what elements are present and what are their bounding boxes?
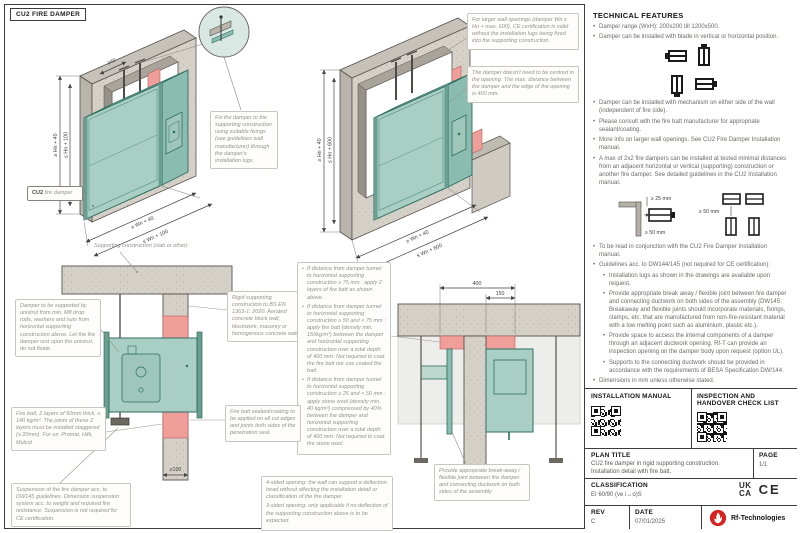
checklist-label: INSPECTION AND HANDOVER CHECK LIST: [697, 393, 779, 407]
tech-bullet: •Damper can be installed with blade in v…: [593, 34, 779, 41]
damper-blade-horizontal-icon: [694, 78, 717, 91]
dim-iso1-h1: ≥ Hn + 40: [53, 133, 59, 156]
tech-bullet: •Damper can be installed with mechanism …: [593, 100, 775, 115]
distance-rule-item: •If distance from damper tunnel to horiz…: [302, 266, 382, 301]
spacing-50-label: ≥ 50 mm: [699, 209, 719, 215]
tech-sub-bullet: •Provide space to access the internal co…: [603, 333, 784, 356]
callout-fix-damper: Fix the damper to the supporting constru…: [210, 111, 278, 169]
technical-features-section: TECHNICAL FEATURES •Damper range (WxH): …: [585, 4, 796, 388]
checklist-qr-code: [697, 412, 727, 442]
dim-wall-thickness: ≥100: [170, 467, 182, 473]
spacing-to-wall-icon: ≥ 25 mm ≥ 50 mm: [618, 196, 675, 236]
opening-4-sided: 4-sided opening: the wall can support a …: [266, 480, 387, 501]
spacing-between-dampers-icon: ≥ 50 mm: [699, 192, 764, 236]
dim-iso1-top: ≥40: [106, 58, 117, 67]
dim-iso2-h2: ≤ Hn + 600: [328, 137, 334, 163]
dim-150: 150: [496, 291, 505, 297]
plan-title: CU2 fire damper in rigid supporting cons…: [591, 461, 720, 475]
iso-view-large-opening: ≥ Hn + 40 ≤ Hn + 600 ≥ Wn + 40 ≤ Wn + 60…: [317, 17, 511, 273]
callout-larger-openings: For larger wall openings (damper Wn x Hn…: [467, 13, 579, 50]
tech-sub-bullet: •Installation lugs as shown in the drawi…: [603, 272, 771, 287]
ce-mark-icon: CE: [758, 482, 781, 498]
damper-blade-vertical-icon: [698, 43, 710, 66]
tech-bullet: •Guidelines acc. to DW144/145 (not requi…: [593, 262, 771, 269]
callout-suspension: Suspension of the fire damper acc. to DW…: [11, 483, 131, 527]
distance-rule-item: •If distance from damper tunnel to horiz…: [302, 303, 386, 374]
dim-iso2-w2: ≤ Wn + 600: [416, 243, 443, 260]
rev-label: REV: [591, 509, 605, 516]
damper-blade-horizontal-icon: [664, 50, 687, 63]
callout-breakaway: Provide appropriate break-away / flexibl…: [434, 464, 530, 501]
rev-value: C: [591, 519, 596, 525]
plan-title-label: PLAN TITLE: [591, 452, 631, 459]
damper-tag-type: fire damper: [43, 190, 73, 196]
callout-sealant: Fire batt sealant/coating to be applied …: [225, 405, 301, 442]
callout-distance-rules: •If distance from damper tunnel to horiz…: [297, 262, 391, 455]
classification-label: CLASSIFICATION: [591, 482, 648, 489]
blade-orientation-icons: [593, 43, 788, 97]
dim-iso1-w1: ≥ Wn + 40: [130, 215, 155, 230]
section-view-suspension: 400 150: [397, 281, 581, 473]
damper-tag-model: CU2: [32, 190, 44, 196]
tech-bullet: •More info on larger wall openings. See …: [593, 137, 781, 152]
document-label: CU2 FIRE DAMPER: [10, 8, 87, 21]
dim-iso1-h2: ≤ Hn + 100: [64, 132, 70, 158]
section-view-wall: ≥100: [61, 265, 233, 481]
dim-400: 400: [473, 281, 482, 287]
callout-not-centred: The damper doesn't need to be centred in…: [467, 66, 579, 103]
spacing-25-label: ≥ 25 mm: [651, 196, 671, 202]
classification-value: EI 60/90 (ve i↔o)S: [591, 492, 642, 498]
ukca-mark-icon: UK CA: [739, 481, 752, 498]
page-label: PAGE: [759, 452, 778, 459]
spacing-50-label: ≥ 50 mm: [645, 230, 665, 236]
opening-3-sided: 3-sided opening: only applicable if no d…: [266, 503, 388, 524]
date-label: DATE: [635, 509, 654, 516]
damper-blade-vertical-icon: [671, 74, 683, 97]
date-value: 07/01/2025: [635, 519, 666, 525]
dim-iso2-w1: ≥ Wn + 40: [405, 229, 430, 244]
right-panel: TECHNICAL FEATURES •Damper range (WxH): …: [584, 4, 797, 529]
brand-logo: Rf-Technologies: [709, 509, 785, 527]
leader-lines: [59, 37, 468, 484]
installation-manual-qr-code: [591, 406, 621, 436]
tech-bullet: •To be read in conjunction with the CU2 …: [593, 243, 768, 258]
tech-bullet: •Damper range (WxH): 200x200 till 1200x5…: [593, 24, 720, 30]
drawing-area: ≥ Hn + 40 ≤ Hn + 100 ≥40 ≥ Wn + 40 ≤ Wn …: [53, 6, 581, 484]
callout-supporting-construction: Supporting construction (slab or other): [94, 243, 188, 249]
technical-features-title: TECHNICAL FEATURES: [593, 11, 684, 20]
tech-bullet: •Please consult with the fire batt manuf…: [593, 118, 760, 133]
brand-name: Rf-Technologies: [731, 514, 786, 522]
page-number: 1/1: [759, 462, 768, 468]
distance-rule-item: •If distance from damper tunnel to horiz…: [302, 377, 386, 448]
callout-opening-sides: 4-sided opening: the wall can support a …: [261, 476, 393, 531]
callout-damper-tag: CU2 fire damper: [27, 186, 83, 202]
spacing-icons: ≥ 25 mm ≥ 50 mm ≥ 50 mm: [593, 191, 788, 239]
dim-iso2-h1: ≥ Hn + 40: [317, 138, 323, 161]
tech-bullet: •A max of 2x2 fire dampers can be instal…: [593, 155, 787, 186]
tech-sub-bullet: •Supports to the connecting ductwork sho…: [603, 359, 784, 374]
tech-bullet: •Dimensions in mm unless otherwise state…: [593, 378, 715, 385]
callout-fire-batt: Fire batt, 2 layers of 50mm thick, ≥ 140…: [11, 407, 106, 451]
callout-rigid-construction: Rigid supporting construction to BS EN 1…: [227, 291, 303, 342]
rf-technologies-flame-icon: [709, 509, 727, 527]
manual-label: INSTALLATION MANUAL: [591, 393, 672, 400]
callout-unistrut: Damper to be supported by unistrut from …: [15, 299, 101, 357]
iso-view-standard-opening: ≥ Hn + 40 ≤ Hn + 100 ≥40 ≥ Wn + 40 ≤ Wn …: [53, 6, 250, 257]
tech-sub-bullet: •Provide appropriate break away / flexib…: [603, 290, 787, 329]
